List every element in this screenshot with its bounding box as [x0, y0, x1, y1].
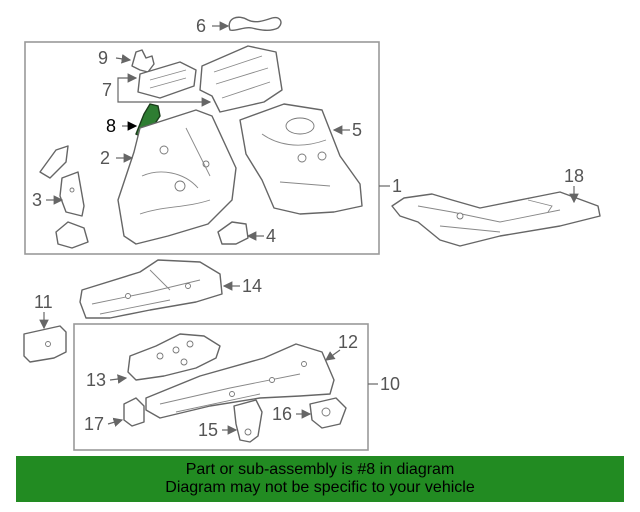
callout-6: 6: [196, 16, 206, 36]
callout-15: 15: [198, 420, 218, 440]
callout-16: 16: [272, 404, 292, 424]
part-16-plate: [309, 397, 347, 429]
part-13-rail: [127, 333, 221, 381]
callout-12: 12: [338, 332, 358, 352]
callout-17: 17: [84, 414, 104, 434]
callout-8: 8: [106, 116, 116, 136]
part-11-plate: [23, 325, 67, 363]
part-3-brackets: [39, 145, 89, 249]
part-7-extension: [137, 45, 283, 113]
part-17-block: [123, 397, 145, 427]
part-2-apron: [117, 109, 237, 245]
callout-4: 4: [266, 226, 276, 246]
leader-7: [117, 73, 138, 90]
callout-1: 1: [392, 176, 402, 196]
leader-13: [109, 374, 128, 384]
part-6-cable: [228, 16, 282, 32]
callout-13: 13: [86, 370, 106, 390]
callout-18: 18: [564, 166, 584, 186]
part-4-bracket: [217, 221, 249, 245]
callout-10: 10: [380, 374, 400, 394]
part-15-bracket: [233, 399, 263, 443]
banner-line-1: Part or sub-assembly is #8 in diagram: [185, 461, 455, 478]
part-14-side-member: [79, 259, 223, 319]
part-5-wheelhouse: [239, 103, 363, 215]
banner-line-2: Diagram may not be specific to your vehi…: [165, 479, 475, 496]
part-9-bracket: [131, 49, 155, 73]
callout-2: 2: [100, 148, 110, 168]
info-banner: Part or sub-assembly is #8 in diagram Di…: [16, 456, 624, 502]
part-12-rail: [145, 343, 335, 419]
callout-14: 14: [242, 276, 262, 296]
leader-9: [115, 54, 132, 64]
part-18-frame-rail: [391, 191, 601, 247]
parts-diagram: 6 9 7 8 2 5 1 3 4 18 14 11 12 13 10 17 1…: [23, 16, 601, 451]
group-box-1: [24, 41, 380, 255]
callout-11: 11: [34, 292, 53, 312]
leader-12: [325, 349, 341, 361]
leader-17: [107, 417, 124, 427]
callout-9: 9: [98, 48, 108, 68]
callout-5: 5: [352, 120, 362, 140]
group-box-10: [73, 323, 369, 451]
callout-3: 3: [32, 190, 42, 210]
callout-7: 7: [102, 80, 112, 100]
